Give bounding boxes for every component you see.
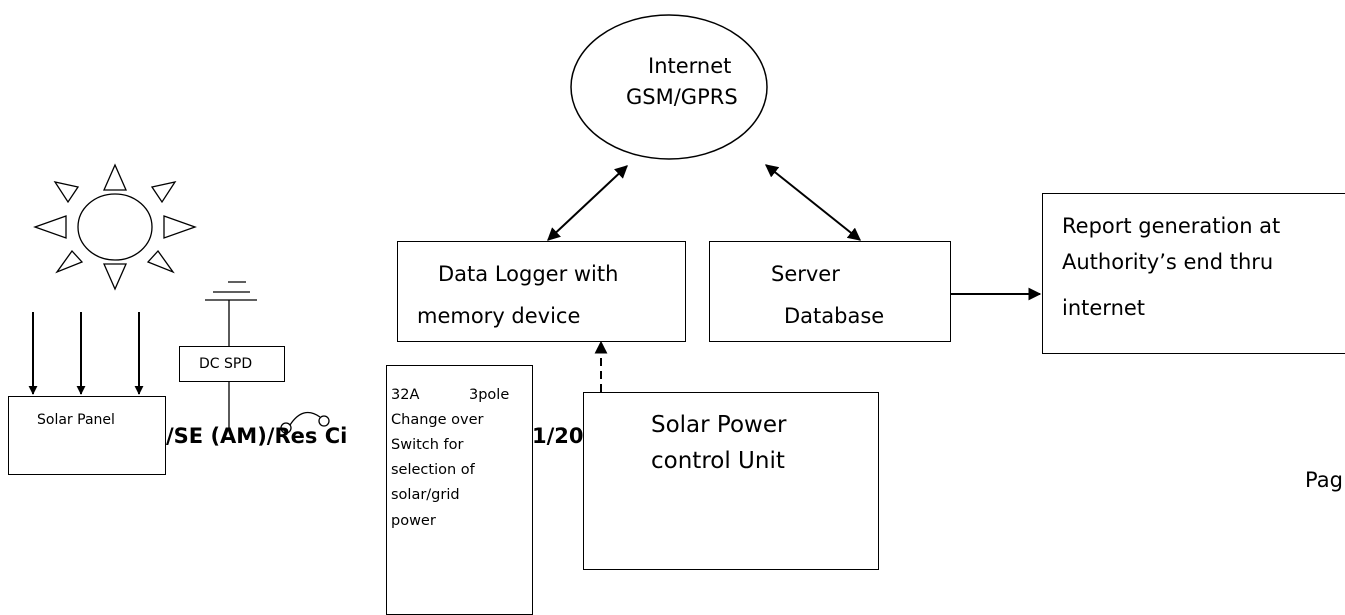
internet-ellipse [570,14,768,160]
data-logger-line1: Data Logger with [438,262,619,286]
arrow-server-internet [764,164,862,241]
control-unit-line2: control Unit [651,448,785,474]
dc-spd-label: DC SPD [199,356,253,372]
server-box [709,241,951,342]
control-unit-box [583,392,879,570]
switch-line5: solar/grid [391,487,460,503]
changeover-switch-box [386,365,533,615]
switch-line2: Change over [391,412,484,428]
footer-ref-right: 1/20 [532,424,584,448]
footer-page-label: Pag [1305,468,1343,492]
solar-panel-box [8,396,166,475]
switch-line4: selection of [391,462,475,478]
report-box [1042,193,1345,354]
internet-label: Internet [648,54,732,78]
report-line3: internet [1062,296,1146,320]
switch-line1b: 3pole [469,387,510,403]
report-line1: Report generation at [1062,214,1281,238]
solar-panel-label: Solar Panel [37,412,115,428]
server-line2: Database [784,304,885,328]
switch-line6: power [391,513,436,529]
control-unit-line1: Solar Power [651,412,787,438]
data-logger-box [397,241,686,342]
dc-spd-box [179,346,285,382]
arrow-logger-internet [547,165,628,241]
server-line1: Server [771,262,840,286]
data-logger-line2: memory device [417,304,581,328]
switch-line1a: 32A [391,387,420,403]
switch-symbol [280,411,330,434]
earth-symbol [205,281,257,347]
switch-line3: Switch for [391,437,464,453]
sun-icon [33,163,197,291]
report-line2: Authority’s end thru [1062,250,1274,274]
footer-ref-left: /SE (AM)/Res Ci [166,424,348,448]
gsm-gprs-label: GSM/GPRS [626,85,738,109]
